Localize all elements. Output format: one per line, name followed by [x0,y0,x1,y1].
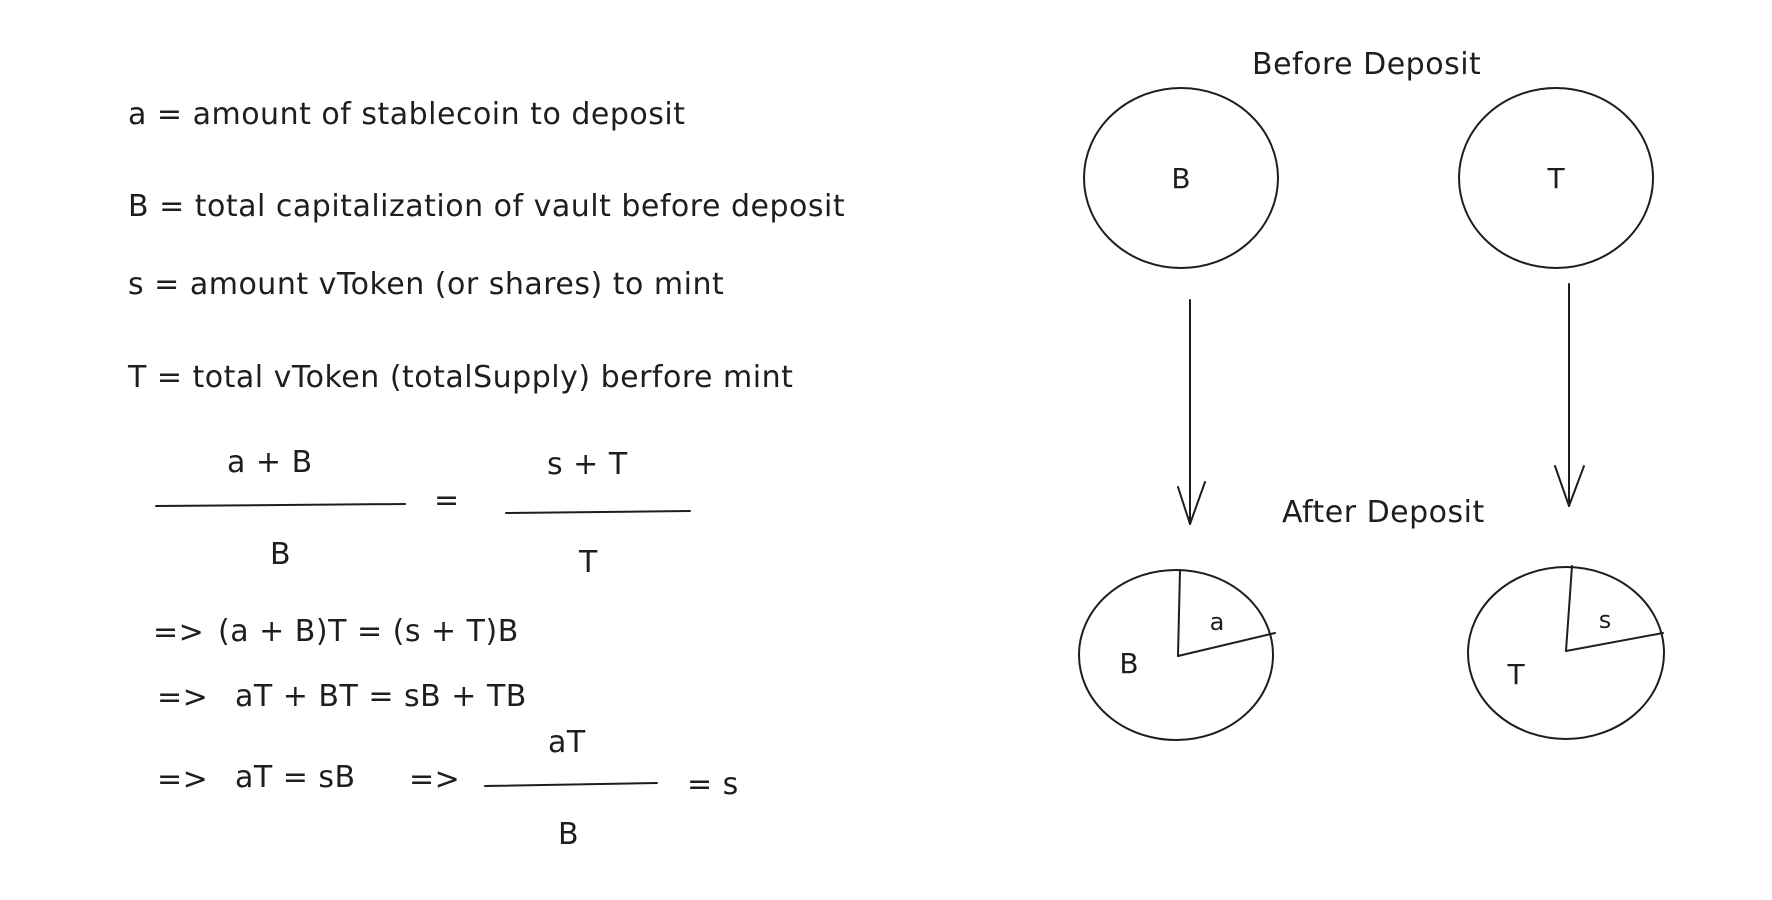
ratio-right-fraction-bar [505,510,691,514]
step3-equation: aT = sB [235,760,356,795]
final-fraction-bar [484,782,658,787]
ratio-left-numerator: a + B [227,445,313,480]
supply-pie-after [1467,565,1665,740]
supply-label-before: T [1546,162,1565,195]
vault-slice-edge [1177,569,1181,657]
final-numerator: aT [548,725,586,760]
definition-T: T = total vToken (totalSupply) berfore m… [128,360,794,395]
vault-main-label: B [1119,647,1138,680]
step1-arrow: => [153,615,205,650]
final-denominator: B [558,817,580,852]
vault-pie-after [1078,569,1276,741]
ratio-left-denominator: B [270,537,292,572]
step2-arrow: => [157,680,209,715]
ratio-right-numerator: s + T [547,447,628,482]
definition-a: a = amount of stablecoin to deposit [128,97,686,132]
supply-slice-edge [1565,632,1664,652]
vault-arrow [1177,299,1206,525]
final-result: = s [687,767,739,802]
definition-B: B = total capitalization of vault before… [128,189,846,224]
vault-circle-before [1083,87,1279,269]
vault-slice-edge [1177,632,1276,657]
ratio-left-fraction-bar [155,503,406,507]
after-deposit-label: After Deposit [1282,495,1485,530]
supply-slice-edge [1565,565,1573,652]
step3-arrow-2: => [409,762,461,797]
ratio-right-denominator: T [579,545,598,580]
supply-main-label: T [1506,658,1525,691]
step1-equation: (a + B)T = (s + T)B [218,614,519,649]
before-deposit-label: Before Deposit [1252,47,1482,82]
step2-equation: aT + BT = sB + TB [235,679,527,714]
supply-circle-before [1458,87,1654,269]
step3-arrow: => [157,762,209,797]
definition-s: s = amount vToken (or shares) to mint [128,267,725,302]
vault-slice-label: a [1210,608,1225,636]
supply-arrow [1554,283,1585,507]
ratio-equals: = [434,483,460,518]
supply-slice-label: s [1599,606,1612,634]
vault-label-before: B [1171,162,1190,195]
